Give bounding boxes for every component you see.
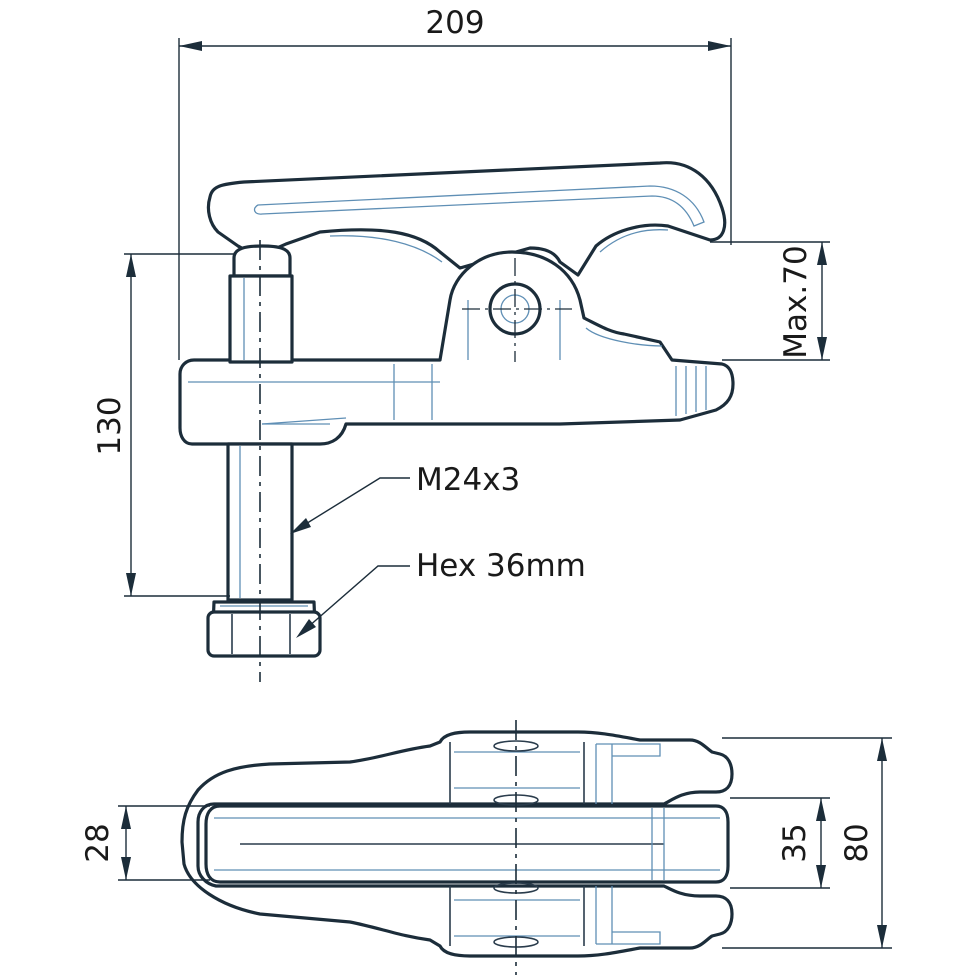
frame-outline bbox=[180, 730, 734, 958]
bolt-shaft-upper bbox=[228, 274, 294, 364]
callout-hex: Hex 36mm bbox=[296, 548, 586, 638]
dimension-jaw-width-right: 35 bbox=[730, 797, 830, 889]
side-view: 209 bbox=[92, 5, 830, 682]
bolt-tip bbox=[232, 244, 292, 278]
dimension-overall-depth: 80 bbox=[722, 737, 892, 949]
dimension-jaw-width-left-label: 28 bbox=[80, 823, 116, 862]
callout-thread-label: M24x3 bbox=[416, 462, 520, 498]
callout-thread: M24x3 bbox=[290, 462, 520, 534]
dimension-max-opening: Max.70 bbox=[710, 241, 830, 361]
callout-hex-label: Hex 36mm bbox=[416, 548, 586, 584]
dimension-jaw-width-right-label: 35 bbox=[777, 823, 813, 862]
dimension-jaw-width-left: 28 bbox=[80, 805, 210, 881]
dimension-overall-width-label: 209 bbox=[425, 5, 484, 41]
dimension-max-opening-label: Max.70 bbox=[778, 245, 814, 358]
top-view: 28 35 80 bbox=[80, 720, 892, 975]
dimension-overall-width: 209 bbox=[178, 5, 732, 360]
hex-nut bbox=[206, 600, 322, 658]
dimension-clamp-height: 130 bbox=[92, 253, 234, 597]
dimension-clamp-height-label: 130 bbox=[92, 396, 128, 455]
dimension-overall-depth-label: 80 bbox=[839, 823, 875, 862]
clamp-body bbox=[178, 250, 735, 446]
